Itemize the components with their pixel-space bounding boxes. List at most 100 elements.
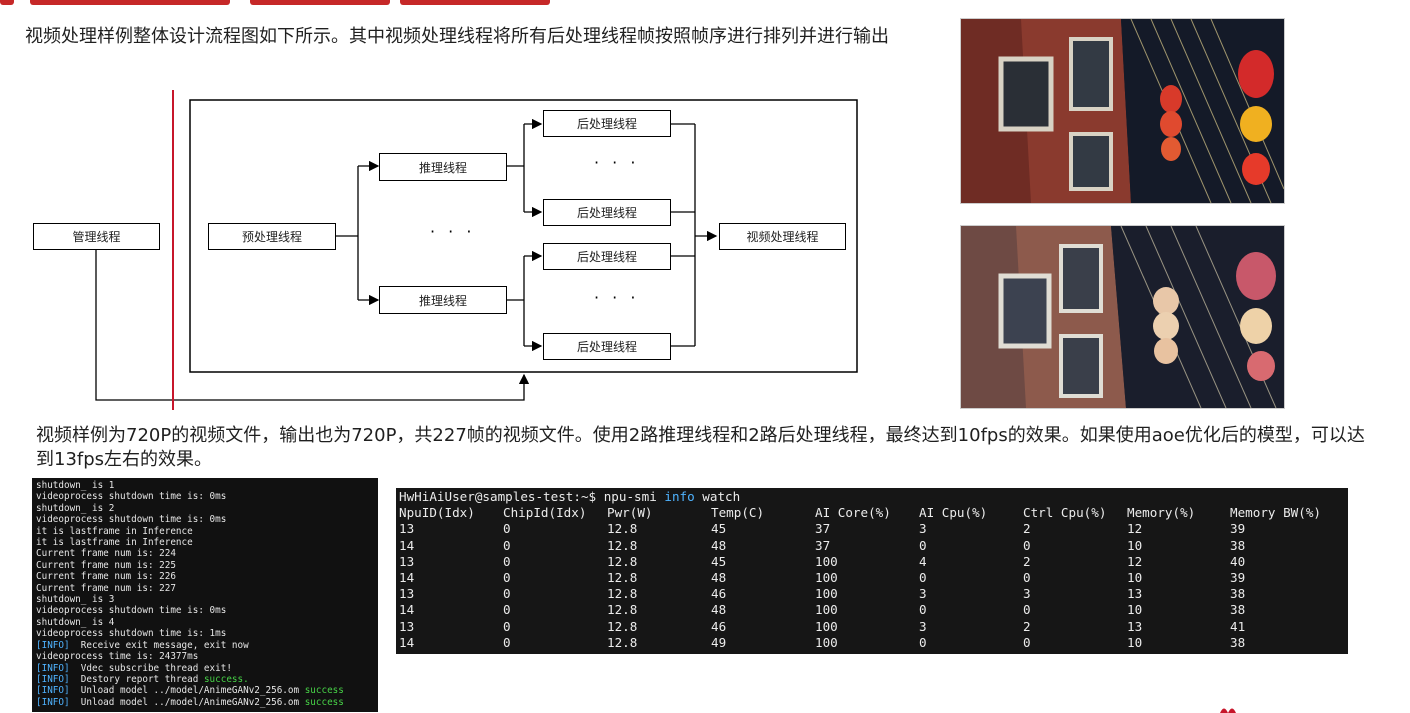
table-header-cell: NpuID(Idx) [399, 505, 475, 521]
log-message: Current frame num is: 225 [36, 559, 176, 571]
table-header-cell: AI Core(%) [815, 505, 891, 521]
table-cell: 3 [919, 586, 927, 602]
flow-box-post-1: 后处理线程 [543, 110, 671, 137]
terminal-line: videoprocess shutdown time is: 1ms [36, 628, 374, 639]
log-message: it is lastframe in Inference [36, 525, 193, 537]
table-cell: 10 [1127, 602, 1143, 618]
table-cell: 40 [1230, 553, 1246, 569]
table-cell: 13 [399, 521, 415, 537]
table-cell: 14 [399, 537, 415, 553]
table-cell: 10 [1127, 634, 1143, 650]
table-cell: 46 [711, 586, 727, 602]
table-cell: 0 [1023, 602, 1031, 618]
prompt-text: HwHiAiUser@samples-test:~$ npu-smi [399, 489, 665, 504]
command-rest: watch [694, 489, 741, 504]
flow-box-post-2: 后处理线程 [543, 199, 671, 226]
table-cell: 0 [503, 586, 511, 602]
table-cell: 41 [1230, 618, 1246, 634]
table-cell: 12.8 [607, 570, 638, 586]
terminal-npu-smi: HwHiAiUser@samples-test:~$ npu-smi info … [396, 488, 1348, 654]
table-cell: 39 [1230, 570, 1246, 586]
log-message: Destory report thread [69, 673, 204, 685]
table-cell: 12.8 [607, 634, 638, 650]
log-message: Current frame num is: 226 [36, 571, 176, 583]
table-cell: 13 [399, 553, 415, 569]
terminal-line: [INFO] Destory report thread success. [36, 674, 374, 685]
terminal-line: shutdown_ is 3 [36, 594, 374, 605]
table-cell: 37 [815, 521, 831, 537]
flow-box-post-3: 后处理线程 [543, 243, 671, 270]
table-cell: 14 [399, 634, 415, 650]
table-cell: 3 [919, 618, 927, 634]
log-message: shutdown_ is 3 [36, 594, 115, 606]
table-cell: 49 [711, 634, 727, 650]
table-cell: 0 [503, 634, 511, 650]
intro-paragraph: 视频处理样例整体设计流程图如下所示。其中视频处理线程将所有后处理线程帧按照帧序进… [25, 26, 889, 47]
table-cell: 0 [919, 570, 927, 586]
table-cell: 12.8 [607, 537, 638, 553]
terminal-line: shutdown_ is 4 [36, 617, 374, 628]
summary-paragraph: 视频样例为720P的视频文件，输出也为720P，共227帧的视频文件。使用2路推… [36, 425, 1365, 470]
table-cell: 13 [1127, 618, 1143, 634]
corner-logo-fragment [1220, 708, 1236, 713]
npu-table-header: NpuID(Idx)ChipId(Idx)Pwr(W)Temp(C)AI Cor… [399, 505, 1345, 521]
top-header-strip [0, 0, 560, 6]
flow-box-infer-bottom: 推理线程 [379, 286, 507, 314]
flow-box-preprocess: 预处理线程 [208, 223, 336, 250]
log-level-tag: [INFO] [36, 696, 70, 708]
table-cell: 100 [815, 602, 838, 618]
table-header-cell: Memory(%) [1127, 505, 1196, 521]
terminal-line: Current frame num is: 226 [36, 571, 374, 582]
flow-box-video: 视频处理线程 [719, 223, 846, 250]
table-cell: 0 [503, 521, 511, 537]
table-cell: 38 [1230, 586, 1246, 602]
table-cell: 46 [711, 618, 727, 634]
table-header-cell: Temp(C) [711, 505, 765, 521]
log-level-tag: [INFO] [36, 685, 70, 697]
log-message: videoprocess shutdown time is: 0ms [36, 491, 227, 503]
table-header-cell: Ctrl Cpu(%) [1023, 505, 1107, 521]
terminal-line: videoprocess shutdown time is: 0ms [36, 605, 374, 616]
log-message: Unload model ../model/AnimeGANv2_256.om [69, 685, 305, 697]
terminal-prompt-line: HwHiAiUser@samples-test:~$ npu-smi info … [399, 489, 1345, 505]
terminal-line: videoprocess shutdown time is: 0ms [36, 491, 374, 502]
flow-arrow-manage-loop [95, 250, 530, 401]
log-status-success: success. [203, 673, 249, 685]
terminal-line: videoprocess shutdown time is: 0ms [36, 514, 374, 525]
terminal-line: [INFO] Unload model ../model/AnimeGANv2_… [36, 697, 374, 708]
table-cell: 100 [815, 634, 838, 650]
flow-box-manage: 管理线程 [33, 223, 160, 250]
table-cell: 2 [1023, 553, 1031, 569]
table-cell: 48 [711, 570, 727, 586]
table-cell: 13 [399, 586, 415, 602]
terminal-line: it is lastframe in Inference [36, 526, 374, 537]
terminal-line: [INFO] Unload model ../model/AnimeGANv2_… [36, 685, 374, 696]
table-cell: 3 [919, 521, 927, 537]
table-cell: 48 [711, 602, 727, 618]
table-header-cell: ChipId(Idx) [503, 505, 587, 521]
log-message: shutdown_ is 1 [36, 480, 115, 491]
table-cell: 0 [919, 602, 927, 618]
flow-box-post-4: 后处理线程 [543, 333, 671, 360]
table-cell: 0 [1023, 570, 1031, 586]
table-cell: 14 [399, 602, 415, 618]
log-message: videoprocess shutdown time is: 0ms [36, 605, 227, 617]
log-message: Unload model ../model/AnimeGANv2_256.om [69, 696, 305, 708]
photo-original-street [960, 18, 1285, 204]
table-cell: 0 [1023, 537, 1031, 553]
table-cell: 0 [503, 570, 511, 586]
table-cell: 12.8 [607, 602, 638, 618]
table-cell: 12 [1127, 553, 1143, 569]
table-cell: 0 [1023, 634, 1031, 650]
log-message: it is lastframe in Inference [36, 537, 193, 549]
terminal-line: shutdown_ is 1 [36, 480, 374, 491]
terminal-line: Current frame num is: 225 [36, 560, 374, 571]
log-message: shutdown_ is 4 [36, 616, 115, 628]
table-cell: 0 [919, 537, 927, 553]
log-status-success: success [304, 685, 344, 697]
